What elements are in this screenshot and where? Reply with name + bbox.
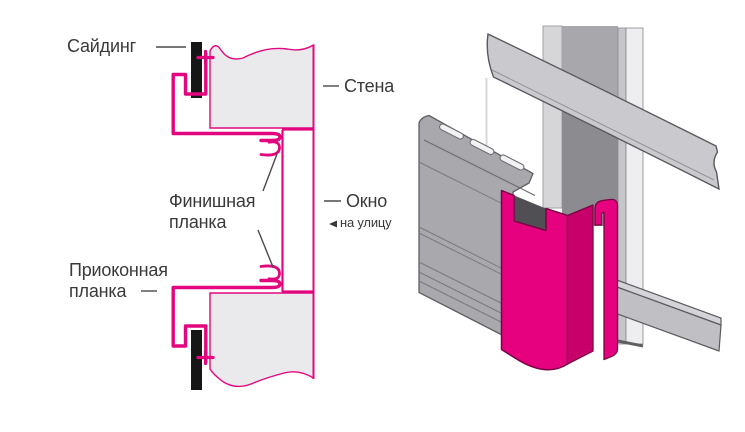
label-siding: Сайдинг xyxy=(67,36,136,56)
nail-mark-top xyxy=(196,49,215,66)
trim-side-face xyxy=(566,204,594,365)
trim-front-face xyxy=(500,189,569,371)
nail-slots xyxy=(439,123,525,171)
wall-section-top xyxy=(209,43,315,129)
wall-stud-strip xyxy=(542,25,563,209)
label-window: Окно xyxy=(346,191,388,211)
siding-3d-illustration xyxy=(418,25,722,371)
label-finish-trim: Финишная планка xyxy=(169,191,256,232)
to-street-arrow-icon xyxy=(329,220,337,228)
near-window-trim-profile-bottom xyxy=(171,278,282,364)
window-frame xyxy=(281,45,315,379)
finish-trim-hook-bottom xyxy=(259,264,281,281)
label-near-window-trim: Приоконная планка xyxy=(69,260,168,301)
label-to-street: на улицу xyxy=(340,215,392,230)
siding-bar-bottom xyxy=(191,330,202,390)
near-window-trim-profile-top xyxy=(171,52,282,143)
diagonal-board-top xyxy=(486,32,720,191)
leader-lines xyxy=(141,46,341,292)
cross-section-diagram xyxy=(141,42,341,390)
wall-section-bottom xyxy=(209,292,315,388)
trim-flange-hook xyxy=(594,198,619,361)
finish-trim-hook-top xyxy=(259,140,281,157)
panel-grooves xyxy=(418,161,511,324)
near-window-trim-3d xyxy=(500,189,619,371)
nail-mark-bottom xyxy=(196,349,215,366)
siding-bar-top xyxy=(191,42,202,98)
label-wall: Стена xyxy=(344,76,395,96)
